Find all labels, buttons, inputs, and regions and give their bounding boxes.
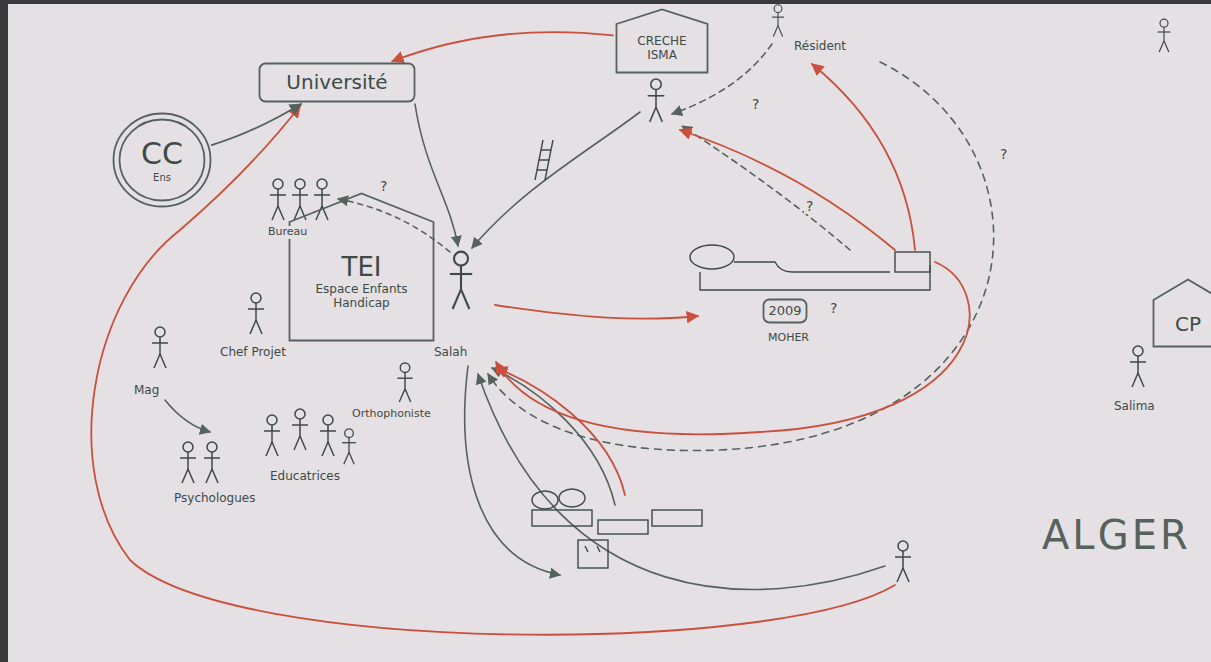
question-mark: ? (998, 146, 1009, 162)
gray-arrow (165, 400, 210, 432)
dashed-arrow (682, 126, 850, 250)
body (532, 510, 592, 526)
red-arrow (680, 130, 895, 250)
woman-figure (895, 541, 911, 582)
psychologue-figure (180, 442, 196, 483)
blanket (734, 262, 890, 272)
creche-house: CRECHE ISMA (615, 8, 709, 74)
cc-circle: CCEns (112, 112, 212, 208)
bed-box (895, 252, 930, 272)
person-label: Mag (132, 384, 161, 398)
node-subtitle: Espace Enfants Handicap (298, 283, 425, 311)
marks (585, 546, 600, 552)
bureau-figure (292, 179, 308, 220)
node-title: TEI (342, 253, 382, 283)
body (652, 510, 702, 526)
gray-arrows (165, 44, 994, 590)
dashed-arrow (488, 62, 994, 451)
red-arrow (496, 368, 625, 495)
educatrice-figure (292, 409, 308, 450)
head (532, 491, 558, 509)
node-title: 2009 (768, 304, 801, 319)
red-arrow (495, 305, 698, 319)
box-outline (764, 300, 807, 323)
cp-house: CP (1152, 278, 1211, 348)
educatrice-figure (320, 415, 336, 456)
box-outline (260, 64, 415, 102)
question-mark: ? (378, 178, 389, 194)
node-title: Université (286, 71, 387, 94)
question-mark: ? (804, 198, 815, 214)
person-label: Résident (792, 40, 848, 54)
gray-arrow (492, 368, 615, 505)
question-mark: ? (750, 96, 761, 112)
house-outline (617, 10, 708, 73)
creche-figure (648, 79, 665, 122)
bureau-figure (270, 179, 286, 220)
connector-arrow (212, 104, 302, 145)
question-mark: ? (828, 300, 839, 316)
house-outline (1154, 280, 1211, 347)
salima-figure (1130, 346, 1146, 387)
dashed-arrow (672, 44, 772, 114)
mag-figure (152, 327, 168, 368)
people (152, 5, 1170, 582)
node-title: CRECHE ISMA (621, 35, 703, 63)
gray-arrow (415, 104, 458, 246)
head (690, 245, 734, 269)
bed-drawing (690, 245, 930, 290)
psychologue-figure (204, 442, 220, 483)
university-box: Université (258, 62, 416, 103)
red-arrows (91, 64, 969, 635)
family-label: MOHER (766, 332, 811, 345)
group-label: Psychologues (172, 492, 257, 506)
paper (8, 4, 1211, 662)
red-arrow (91, 106, 895, 635)
educatrice-figure (264, 415, 280, 456)
chef-projet-figure (248, 293, 264, 334)
group-label: Bureau (266, 226, 309, 239)
person-label: Salima (1112, 400, 1157, 414)
house-outline (290, 194, 434, 341)
ladder (535, 140, 553, 180)
tei-house: TEIEspace Enfants Handicap (288, 192, 435, 342)
body (578, 540, 608, 568)
family-drawing (532, 489, 702, 568)
ladder-symbol (535, 140, 553, 180)
person-figure (1158, 19, 1171, 52)
gray-arrow (465, 366, 560, 575)
node-title: CP (1175, 313, 1201, 336)
red-arrow (812, 64, 915, 250)
gray-arrow (478, 374, 885, 590)
head (559, 489, 585, 507)
city-label: ALGER (1040, 512, 1193, 558)
resident-figure (772, 5, 784, 37)
body (598, 520, 648, 534)
circle-ring (120, 120, 205, 201)
educatrice-figure (342, 429, 356, 464)
node-title: CC (141, 137, 183, 172)
double-circle (114, 114, 211, 207)
bureau-figure (314, 179, 330, 220)
connector-arrow (392, 32, 613, 61)
year-box: 2009 (762, 298, 808, 324)
node-subtitle: Ens (153, 172, 171, 184)
red-arrow (496, 262, 970, 434)
orthophoniste-figure (397, 363, 412, 402)
salah-figure (450, 252, 472, 309)
group-label: Educatrices (268, 470, 342, 484)
person-label: Orthophoniste (350, 408, 433, 421)
person-label: Chef Projet (218, 346, 288, 360)
person-label: Salah (432, 346, 469, 360)
gray-arrow (472, 112, 640, 248)
circle-ring (114, 114, 211, 207)
